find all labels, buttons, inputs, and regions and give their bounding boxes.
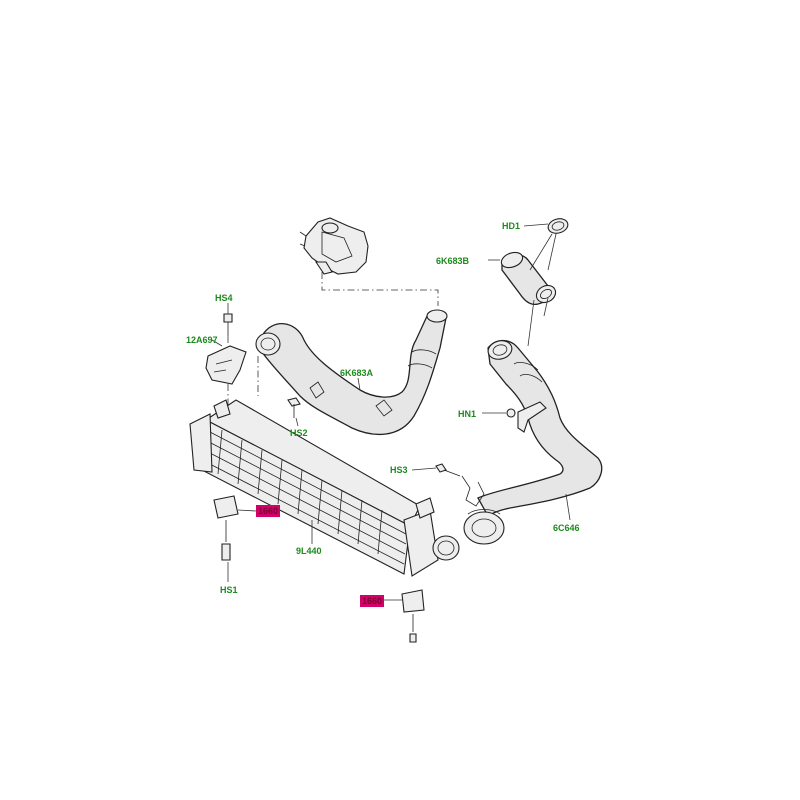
hose-6k683b: [500, 251, 557, 306]
mount-icon: [401, 589, 425, 643]
label-6c646: 6C646: [553, 523, 580, 533]
label-1660-a: 1660: [258, 506, 278, 516]
throttle-guide-line: [321, 272, 439, 306]
label-1660-b: 1660: [362, 596, 382, 606]
hd1-leader: [529, 233, 557, 271]
hose-6c646: [463, 339, 603, 545]
label-hs2: HS2: [290, 428, 308, 438]
leader-hd1: [523, 223, 549, 227]
hose-6k683a: [255, 309, 448, 436]
throttle-body-icon: [299, 217, 369, 275]
intercooler-9l440: [189, 399, 460, 577]
leader-hs2: [295, 417, 299, 427]
label-hs4: HS4: [215, 293, 233, 303]
guide-line-b: [527, 297, 549, 347]
label-6k683a: 6K683A: [340, 368, 374, 378]
bolt-icon: [287, 397, 301, 418]
leader-12a697: [211, 339, 223, 347]
leader-1660-a: [237, 509, 257, 512]
leader-6c646: [565, 493, 571, 521]
label-hs3: HS3: [390, 465, 408, 475]
label-12a697: 12A697: [186, 335, 218, 345]
clamp-icon: [547, 218, 569, 234]
highlight-1660-b: [360, 595, 384, 607]
label-6k683b: 6K683B: [436, 256, 470, 266]
label-9l440: 9L440: [296, 546, 322, 556]
highlight-1660-a: [256, 505, 280, 517]
label-hd1: HD1: [502, 221, 520, 231]
bolt-icon: [223, 313, 233, 336]
bracket-icon: [506, 401, 547, 433]
mount-icon: [213, 495, 239, 561]
label-hn1: HN1: [458, 409, 476, 419]
bracket-icon: [205, 345, 247, 385]
hs3-bracket: [461, 475, 485, 507]
label-hs1: HS1: [220, 585, 238, 595]
leader-hs3: [411, 467, 437, 471]
bolt-icon: [435, 463, 461, 477]
leader-6k683a: [357, 377, 361, 391]
